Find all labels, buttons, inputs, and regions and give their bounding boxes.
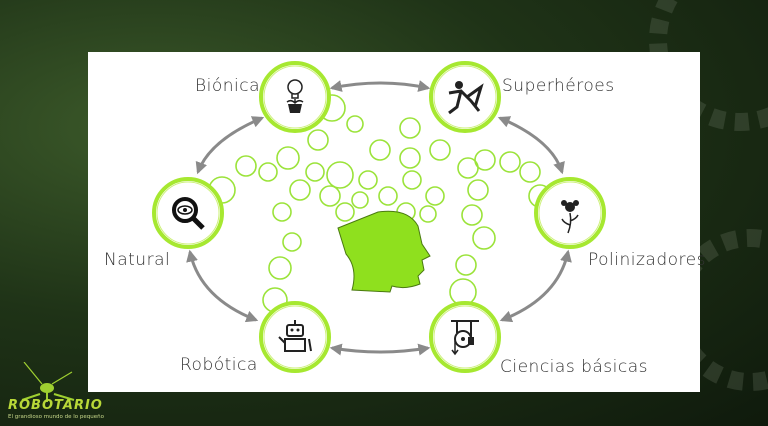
bidirectional-arrow	[186, 249, 259, 323]
node-label-bionica: Biónica	[195, 76, 261, 96]
gear-decoration	[649, 0, 768, 131]
thought-bubble	[268, 256, 292, 280]
thought-bubble	[402, 170, 422, 190]
robotario-logo: ROBOTARIO El grandioso mundo de lo peque…	[2, 362, 105, 424]
thought-bubble	[429, 139, 451, 161]
thought-bubble	[474, 149, 496, 171]
thought-bubble	[235, 155, 257, 177]
superhero-icon	[448, 81, 484, 115]
magnifier-eye-icon	[172, 197, 205, 230]
node-bionica	[259, 61, 331, 133]
thought-bubble	[358, 170, 378, 190]
thought-bubble	[378, 186, 398, 206]
thought-bubble	[319, 185, 341, 207]
thought-bubble	[307, 129, 329, 151]
thought-bubble	[425, 186, 445, 206]
thought-bubble	[282, 232, 302, 252]
bidirectional-arrow	[329, 343, 431, 356]
node-superheroes	[429, 61, 501, 133]
thought-bubble	[472, 226, 496, 250]
thought-bubble	[276, 146, 300, 170]
thought-bubble	[305, 162, 325, 182]
thought-bubble	[289, 179, 311, 201]
node-natural	[152, 177, 224, 249]
pulley-icon	[451, 320, 479, 356]
thought-bubble	[461, 204, 483, 226]
thought-bubble	[399, 147, 421, 169]
bidirectional-arrow	[499, 249, 572, 323]
thought-bubble	[335, 202, 355, 222]
thought-bubble	[346, 115, 364, 133]
thought-bubble	[419, 205, 437, 223]
thought-bubble	[272, 202, 292, 222]
thought-bubble	[455, 254, 477, 276]
bidirectional-arrow	[497, 116, 565, 175]
thought-bubble	[467, 179, 489, 201]
thought-bubble	[369, 139, 391, 161]
logo-tagline: El grandioso mundo de lo pequeño	[8, 414, 105, 420]
thought-bubble	[399, 117, 421, 139]
thought-bubble	[258, 162, 278, 182]
node-label-natural: Natural	[104, 250, 171, 270]
robot-icon	[278, 320, 312, 352]
flower-bee-icon	[561, 200, 579, 234]
bidirectional-arrow	[195, 116, 265, 175]
node-label-superheroes: Superhéroes	[502, 76, 615, 96]
logo-name: ROBOTARIO	[8, 398, 103, 413]
head-silhouette	[337, 210, 431, 293]
node-polinizadores	[534, 177, 606, 249]
thought-bubble	[499, 151, 521, 173]
node-label-polinizadores: Polinizadores	[588, 250, 706, 270]
thought-bubble	[519, 161, 541, 183]
thought-bubble	[326, 161, 354, 189]
thought-bubble	[351, 191, 369, 209]
lightbulb-plant-icon	[286, 79, 304, 113]
node-label-ciencias: Ciencias básicas	[500, 357, 648, 377]
node-label-robotica: Robótica	[180, 355, 258, 375]
node-robotica	[259, 301, 331, 373]
bidirectional-arrow	[329, 80, 431, 92]
node-ciencias	[429, 301, 501, 373]
